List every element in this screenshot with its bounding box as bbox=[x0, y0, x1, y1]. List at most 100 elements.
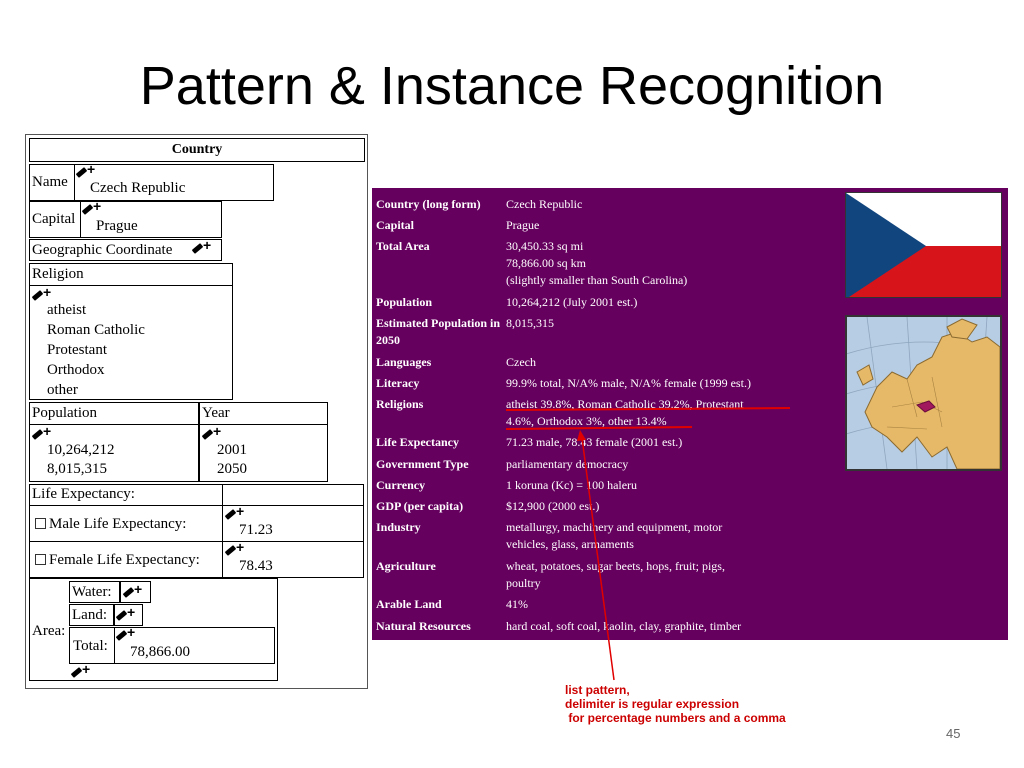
edit-icon[interactable]: + bbox=[191, 238, 211, 255]
fact-key: Arable Land bbox=[376, 597, 442, 611]
religion-divider bbox=[29, 285, 233, 286]
total-field[interactable] bbox=[114, 627, 275, 664]
fact-value: wheat, potatoes, sugar beets, hops, frui… bbox=[506, 559, 725, 573]
europe-map bbox=[845, 315, 1002, 471]
fact-key: Agriculture bbox=[376, 559, 436, 573]
plus-icon[interactable]: + bbox=[127, 624, 136, 640]
male-life-label: Male Life Expectancy: bbox=[35, 516, 186, 533]
edit-icon[interactable]: + bbox=[31, 424, 51, 441]
plus-icon[interactable]: + bbox=[236, 503, 245, 519]
male-checkbox[interactable] bbox=[35, 518, 46, 529]
religion-label: Religion bbox=[32, 266, 84, 282]
plus-icon[interactable]: + bbox=[127, 604, 136, 620]
edit-icon[interactable]: + bbox=[122, 582, 142, 599]
slide-title: Pattern & Instance Recognition bbox=[139, 56, 885, 116]
religion-item: atheist bbox=[47, 302, 87, 318]
year-label: Year bbox=[202, 405, 230, 421]
fact-key: Total Area bbox=[376, 239, 430, 253]
edit-icon[interactable]: + bbox=[201, 424, 221, 441]
fact-key: Life Expectancy bbox=[376, 435, 459, 449]
edit-icon[interactable]: + bbox=[75, 162, 95, 179]
plus-icon[interactable]: + bbox=[93, 198, 102, 214]
capital-value: Prague bbox=[96, 218, 138, 234]
plus-icon[interactable]: + bbox=[82, 661, 91, 677]
fact-key: Natural Resources bbox=[376, 619, 471, 633]
life-expectancy-values bbox=[222, 484, 364, 578]
religion-item: Roman Catholic bbox=[47, 322, 145, 338]
life-divider bbox=[29, 505, 364, 506]
edit-icon[interactable]: + bbox=[115, 605, 135, 622]
fact-value: atheist 39.8%, Roman Catholic 39.2%, Pro… bbox=[506, 397, 744, 411]
fact-value: Czech bbox=[506, 355, 536, 369]
fact-key: Industry bbox=[376, 520, 421, 534]
total-label: Total: bbox=[73, 638, 108, 654]
land-field[interactable] bbox=[114, 604, 143, 626]
flag-icon bbox=[846, 193, 1001, 297]
edit-icon[interactable]: + bbox=[70, 662, 90, 679]
year-value: 2050 bbox=[217, 461, 247, 477]
fact-key: Country (long form) bbox=[376, 197, 481, 211]
underline-icon bbox=[505, 407, 791, 411]
name-label: Name bbox=[32, 174, 68, 190]
form-header bbox=[29, 138, 365, 162]
female-checkbox[interactable] bbox=[35, 554, 46, 565]
fact-value: vehicles, glass, armaments bbox=[506, 537, 634, 551]
capital-field[interactable] bbox=[80, 201, 222, 238]
annotation-line: delimiter is regular expression bbox=[565, 697, 740, 711]
fact-key: GDP (per capita) bbox=[376, 499, 464, 513]
edit-icon[interactable]: + bbox=[224, 540, 244, 557]
female-life-value: 78.43 bbox=[239, 558, 273, 574]
total-value: 78,866.00 bbox=[130, 644, 190, 660]
life-expectancy-label: Life Expectancy: bbox=[32, 486, 135, 502]
fact-key: Languages bbox=[376, 355, 432, 369]
edit-icon[interactable]: + bbox=[115, 625, 135, 642]
fact-value: 8,015,315 bbox=[506, 316, 554, 330]
population-box bbox=[29, 402, 199, 482]
water-label: Water: bbox=[72, 584, 112, 600]
religion-item: Orthodox bbox=[47, 362, 105, 378]
plus-icon[interactable]: + bbox=[134, 581, 143, 597]
fact-value: Czech Republic bbox=[506, 197, 583, 211]
edit-icon[interactable]: + bbox=[81, 199, 101, 216]
land-label: Land: bbox=[72, 607, 107, 623]
name-value: Czech Republic bbox=[90, 180, 186, 196]
female-life-label: Female Life Expectancy: bbox=[35, 552, 200, 569]
fact-value: 99.9% total, N/A% male, N/A% female (199… bbox=[506, 376, 751, 390]
year-box bbox=[199, 402, 328, 482]
geo-label: Geographic Coordinate bbox=[32, 242, 173, 258]
fact-value: 78,866.00 sq km bbox=[506, 256, 587, 270]
fact-key: Religions bbox=[376, 397, 424, 411]
czech-flag bbox=[845, 192, 1002, 298]
plus-icon[interactable]: + bbox=[43, 284, 52, 300]
population-divider bbox=[29, 424, 328, 425]
fact-value: 10,264,212 (July 2001 est.) bbox=[506, 295, 638, 309]
fact-value: 4.6%, Orthodox 3%, other 13.4% bbox=[506, 414, 667, 428]
plus-icon[interactable]: + bbox=[87, 161, 96, 177]
fact-value: hard coal, soft coal, kaolin, clay, grap… bbox=[506, 619, 742, 633]
fact-value: parliamentary democracy bbox=[506, 457, 629, 471]
plus-icon[interactable]: + bbox=[203, 237, 212, 253]
fact-value: poultry bbox=[506, 576, 541, 590]
country-form: Country Name + Czech Republic Capital + … bbox=[25, 134, 368, 689]
fact-key: Currency bbox=[376, 478, 426, 492]
year-value: 2001 bbox=[217, 442, 247, 458]
map-icon bbox=[847, 317, 1000, 469]
plus-icon[interactable]: + bbox=[213, 423, 222, 439]
population-value: 10,264,212 bbox=[47, 442, 115, 458]
water-field[interactable] bbox=[120, 581, 151, 603]
fact-value: 41% bbox=[506, 597, 528, 611]
fact-value: 30,450.33 sq mi bbox=[506, 239, 584, 253]
fact-key: Estimated Population in 2050 bbox=[376, 316, 501, 347]
name-field[interactable] bbox=[74, 164, 274, 201]
plus-icon[interactable]: + bbox=[236, 539, 245, 555]
annotation-text: list pattern, delimiter is regular expre… bbox=[565, 683, 786, 725]
population-label: Population bbox=[32, 405, 98, 421]
fact-key: Literacy bbox=[376, 376, 420, 390]
geo-row bbox=[29, 239, 222, 261]
underline-icon bbox=[505, 426, 693, 430]
edit-icon[interactable]: + bbox=[224, 504, 244, 521]
fact-value: 1 koruna (Kc) = 100 haleru bbox=[506, 478, 638, 492]
plus-icon[interactable]: + bbox=[43, 423, 52, 439]
edit-icon[interactable]: + bbox=[31, 285, 51, 302]
